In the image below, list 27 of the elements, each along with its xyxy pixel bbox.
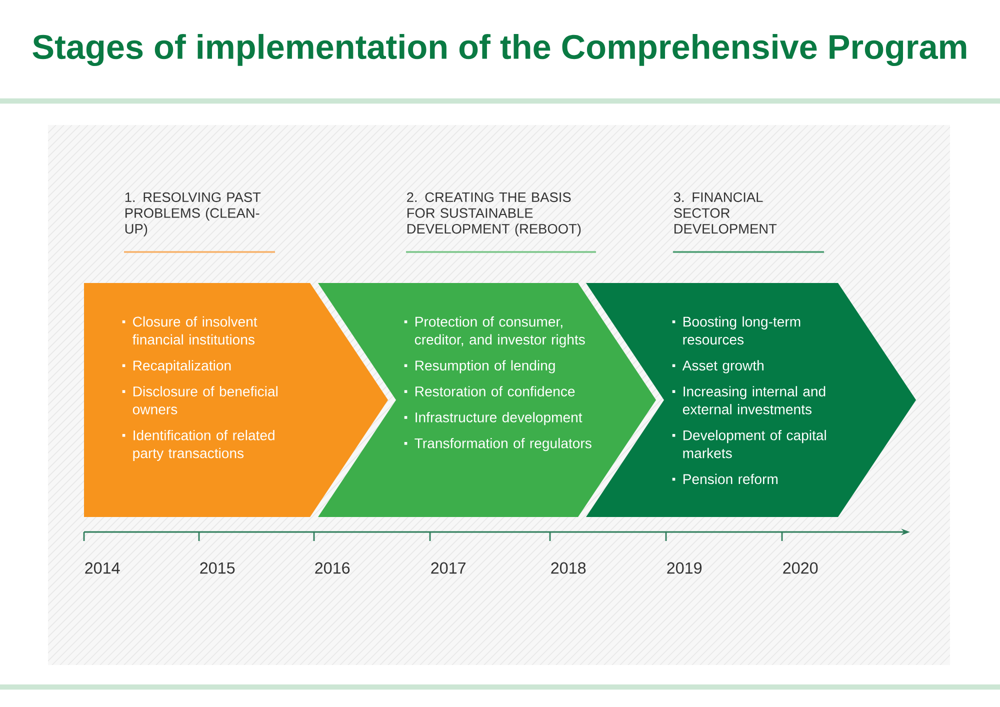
bullet-item: Development of capital markets bbox=[672, 430, 826, 458]
stage-heading: 1. RESOLVING PAST PROBLEMS (CLEAN-UP) bbox=[125, 192, 261, 236]
year-label: 2017 bbox=[431, 562, 466, 574]
bullet-item: Transformation of regulators bbox=[404, 438, 592, 452]
year-label: 2020 bbox=[783, 562, 818, 574]
bullet-item: Infrastructure development bbox=[404, 412, 582, 426]
bullet-item: Pension reform bbox=[672, 474, 778, 484]
chevron-box bbox=[318, 283, 656, 517]
year-label: 2019 bbox=[667, 562, 702, 574]
year-label: 2016 bbox=[315, 562, 350, 574]
stage-heading: 2. CREATING THE BASIS FOR SUSTAINABLE DEVELOPMENT (REBOOT) bbox=[407, 192, 581, 236]
title: Stages of implementation of the Comprehensive Program bbox=[32, 34, 966, 66]
year-label: 2014 bbox=[85, 562, 120, 574]
bullet-item: Protection of consumer, creditor, and investor rights bbox=[404, 316, 585, 348]
bullet-item: Resumption of lending bbox=[404, 360, 555, 374]
year-label: 2015 bbox=[200, 562, 235, 574]
chevron-box bbox=[84, 283, 388, 517]
bullet-item: Restoration of confidence bbox=[404, 386, 575, 396]
bullet-item: Asset growth bbox=[672, 360, 764, 374]
bullet-item: Recapitalization bbox=[122, 360, 231, 374]
year-label: 2018 bbox=[551, 562, 586, 574]
bullet-item: Identification of related party transactions bbox=[122, 430, 274, 461]
bullet-item: Disclosure of beneficial owners bbox=[122, 386, 278, 414]
bullet-item: Increasing internal and external investments bbox=[672, 386, 826, 414]
stage-heading: 3. FINANCIAL SECTOR DEVELOPMENT bbox=[674, 192, 777, 234]
bullet-item: Boosting long-term resources bbox=[672, 316, 800, 345]
bullet-item: Closure of insolvent financial institutions bbox=[122, 316, 258, 345]
